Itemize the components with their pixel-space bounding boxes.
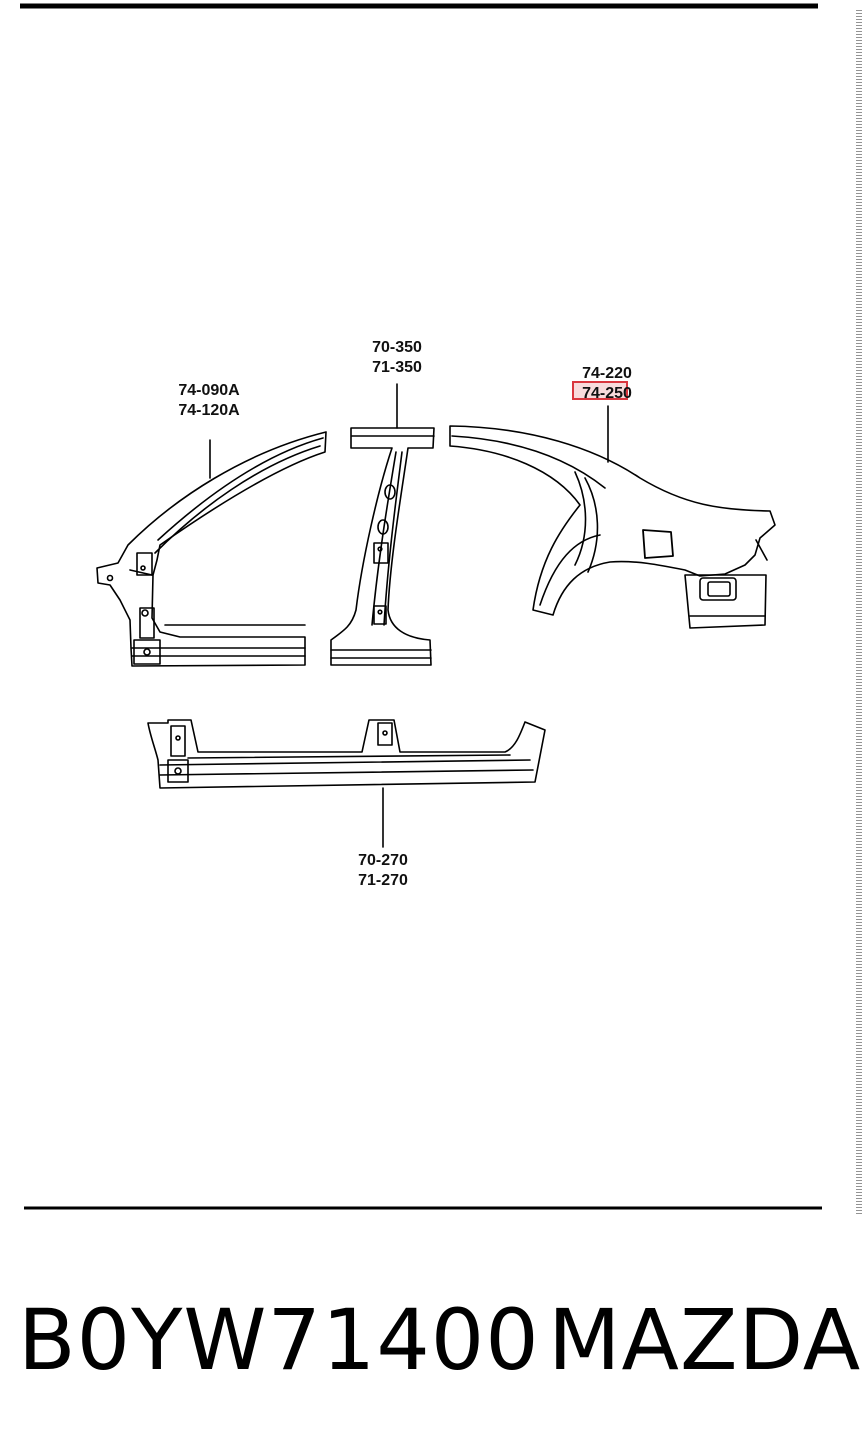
rear-quarter-label: 74-220 74-250: [572, 364, 642, 404]
sill-label: 70-270 71-270: [348, 851, 418, 891]
a-pillar-part: [96, 431, 327, 667]
a-pillar-label: 74-090A 74-120A: [168, 381, 250, 421]
footer-part-number: B0YW71400: [18, 1291, 540, 1389]
part-number-74-220: 74-220: [582, 365, 632, 382]
part-number-74-090a: 74-090A: [178, 382, 240, 399]
part-number-71-270: 71-270: [358, 872, 408, 889]
highlight-box: [572, 381, 628, 400]
part-number-70-350: 70-350: [372, 339, 422, 356]
part-number-74-250: 74-250: [582, 385, 632, 402]
part-number-74-120a: 74-120A: [178, 402, 240, 419]
scan-edge-strip: [856, 10, 862, 1215]
footer-brand: MAZDA: [548, 1291, 862, 1389]
b-pillar-part: [330, 383, 435, 666]
b-pillar-label: 70-350 71-350: [362, 338, 432, 378]
part-number-71-350: 71-350: [372, 359, 422, 376]
side-sill-part: [147, 719, 546, 848]
rear-quarter-part: [449, 405, 776, 629]
part-number-70-270: 70-270: [358, 852, 408, 869]
